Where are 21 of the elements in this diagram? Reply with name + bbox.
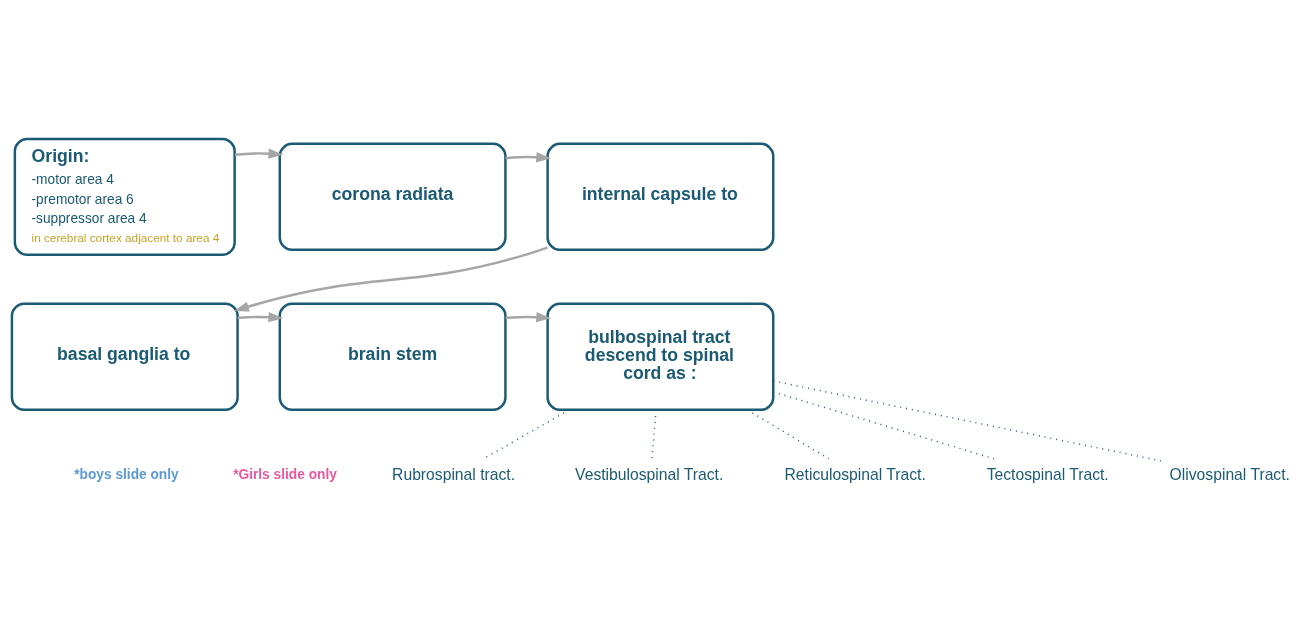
node-text: Vestibulospinal Tract. [575, 466, 724, 484]
legend-label: *boys slide only [74, 467, 179, 483]
arrow [237, 312, 284, 323]
connector [772, 380, 1163, 462]
node-box: corona radiata [278, 142, 507, 251]
connector [772, 391, 995, 460]
node-text: Tectospinal Tract. [986, 466, 1109, 484]
connector [746, 409, 830, 460]
arrow [505, 312, 552, 323]
node-box: basal ganglia to [10, 302, 239, 411]
node-text: Reticulospinal Tract. [784, 466, 926, 484]
node-box: internal capsule to [546, 142, 775, 251]
node-box: bulbospinal tract descend to spinal cord as : [546, 302, 775, 411]
arrow [234, 246, 548, 312]
node-box: Origin: -motor area 4 -premotor area 6 -suppressor area 4 in cerebral cortex adjacent to area 4 [13, 137, 236, 256]
arrow [234, 148, 284, 159]
arrow [505, 152, 552, 163]
node-text: Olivospinal Tract. [1169, 466, 1290, 484]
node-box: brain stem [278, 302, 507, 411]
node-text: Rubrospinal tract. [392, 466, 516, 484]
legend-label: *Girls slide only [233, 467, 337, 483]
